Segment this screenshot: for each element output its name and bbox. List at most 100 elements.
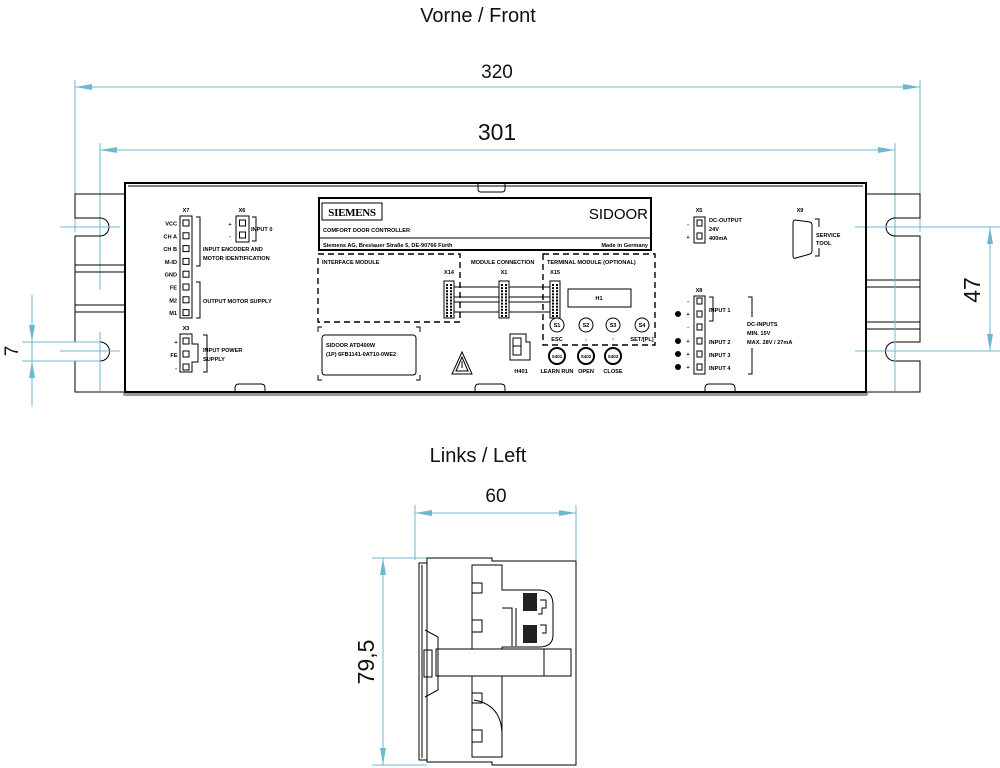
header-pin xyxy=(501,311,503,314)
x8-pin-label: + xyxy=(686,365,690,371)
header-pin xyxy=(501,315,503,317)
header-pin xyxy=(446,302,448,305)
connector-x8: X8 -+-+++ INPUT 1 INPUT 2 INPUT 3 INPUT … xyxy=(675,288,792,375)
product-name: SIDOOR xyxy=(589,206,648,223)
connector-x3: X3 + FE - INPUT POWER SUPPLY xyxy=(170,326,242,373)
x1-label: X1 xyxy=(501,270,508,276)
header-pin xyxy=(446,293,448,296)
input-dot-icon xyxy=(675,364,681,370)
terminal-button-id: S1 xyxy=(554,323,561,329)
dimension-47: 47 xyxy=(855,226,1000,352)
header-pin xyxy=(501,287,503,290)
x14-label: X14 xyxy=(444,270,455,276)
product-label: SIEMENS SIDOOR COMFORT DOOR CONTROLLER S… xyxy=(318,197,652,251)
header-pin xyxy=(556,293,558,296)
x3-pin-label: - xyxy=(175,366,177,372)
terminal-button-s1[interactable] xyxy=(549,317,565,333)
button-label: LEARN RUN xyxy=(541,369,574,375)
x7-group2: OUTPUT MOTOR SUPPLY xyxy=(203,299,272,305)
header-pin xyxy=(552,287,554,290)
type-plate-line2: (1P) 6FB1141-0AT10-0WE2 xyxy=(326,352,396,358)
header-pin xyxy=(450,293,452,296)
x5-pin-label: + xyxy=(686,235,690,241)
x8-pin xyxy=(696,337,703,345)
x9-label: X9 xyxy=(797,208,804,214)
header-pin xyxy=(450,315,452,317)
x8-spec-3: MAX. 28V / 27mA xyxy=(747,340,792,346)
header-pin xyxy=(505,296,507,299)
controller-housing xyxy=(123,182,868,396)
x3-pin-label: + xyxy=(174,340,178,346)
x8-pin xyxy=(696,310,703,318)
x9-description-1: SERVICE xyxy=(816,233,841,239)
x7-pin-label: VCC xyxy=(165,222,177,228)
left-side-view xyxy=(418,557,577,766)
header-pin xyxy=(446,305,448,308)
header-pin xyxy=(450,302,452,305)
x8-pin xyxy=(696,323,703,331)
dimension-79-5: 79,5 xyxy=(353,557,427,766)
header-pin xyxy=(450,290,452,293)
terminal-button-s2[interactable] xyxy=(578,317,594,333)
header-pin xyxy=(501,284,503,286)
header-pin xyxy=(450,287,452,290)
header-pin xyxy=(552,302,554,305)
dimension-7: 7 xyxy=(2,295,100,407)
button-s402[interactable] xyxy=(577,347,595,365)
interface-module-label: INTERFACE MODULE xyxy=(322,260,380,266)
header-pin xyxy=(505,299,507,302)
header-pin xyxy=(556,302,558,305)
x3-description-1: INPUT POWER xyxy=(203,348,242,354)
x7-pin xyxy=(182,232,190,240)
header-pin xyxy=(446,287,448,290)
header-pin xyxy=(446,296,448,299)
terminal-module-label: TERMINAL MODULE (OPTIONAL) xyxy=(547,260,636,266)
x8-pin-label: + xyxy=(686,352,690,358)
button-label: CLOSE xyxy=(603,369,623,375)
x8-input-label: INPUT 4 xyxy=(709,366,731,372)
x6-pin-label: + xyxy=(228,222,232,228)
dimension-label-301: 301 xyxy=(478,119,516,145)
x7-label: X7 xyxy=(183,208,190,214)
x8-input-label: INPUT 1 xyxy=(709,308,730,314)
x8-pin-label: - xyxy=(687,325,689,331)
x6-description: INPUT 0 xyxy=(251,227,272,233)
button-s403[interactable] xyxy=(604,347,622,365)
header-pin xyxy=(505,311,507,314)
terminal-button-s3[interactable] xyxy=(605,317,621,333)
x5-description-3: 400mA xyxy=(709,236,727,242)
type-plate-line1: SIDOOR ATD400W xyxy=(326,343,376,349)
header-pin xyxy=(552,305,554,308)
x7-pin-label: M1 xyxy=(169,311,177,317)
header-pin xyxy=(505,287,507,290)
connector-x5: X5 - + DC-OUTPUT 24V 400mA xyxy=(686,208,743,244)
x7-pin-label: FE xyxy=(170,286,177,292)
x7-pin-label: M-ID xyxy=(165,260,177,266)
terminal-button-id: S4 xyxy=(639,323,647,329)
header-pin xyxy=(552,299,554,302)
header-pin xyxy=(556,284,558,286)
made-in-label: Made in Germany xyxy=(601,243,649,249)
x8-pin-label: + xyxy=(686,312,690,318)
header-pin xyxy=(552,290,554,293)
x8-pin xyxy=(696,350,703,358)
interface-module: INTERFACE MODULE X14 xyxy=(317,253,461,323)
left-mounting-bracket xyxy=(60,193,125,393)
header-pin xyxy=(556,311,558,314)
terminal-button-id: S3 xyxy=(610,323,617,329)
terminal-button-s4[interactable] xyxy=(634,317,650,333)
dimension-60: 60 xyxy=(414,486,577,560)
x15-label: X15 xyxy=(550,270,560,276)
header-pin xyxy=(501,293,503,296)
x8-input-label: INPUT 2 xyxy=(709,340,730,346)
x7-pin xyxy=(182,257,190,265)
header-pin xyxy=(552,308,554,311)
terminal-button-label: SET/[PL] xyxy=(630,337,653,343)
header-pin xyxy=(446,308,448,311)
header-pin xyxy=(446,290,448,293)
terminal-button-label: ESC xyxy=(551,337,563,343)
x9-description-2: TOOL xyxy=(816,241,832,247)
button-s401[interactable] xyxy=(548,347,566,365)
